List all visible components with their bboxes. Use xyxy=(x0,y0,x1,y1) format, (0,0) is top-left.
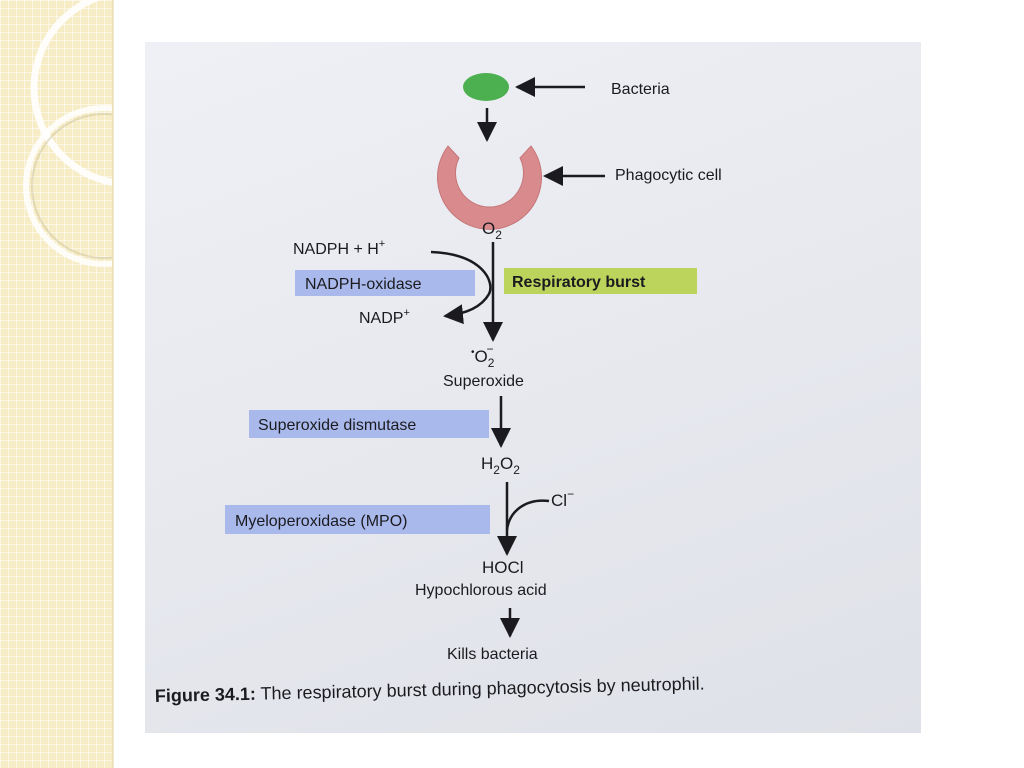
ring-shadow-bottom xyxy=(31,113,114,259)
sidebar-rings xyxy=(23,0,114,267)
chloride-curve xyxy=(505,499,550,531)
ring-decoration-top xyxy=(30,0,114,187)
textbook-figure-photo: Bacteria Phagocytic cell O2 NADPH + H+ N… xyxy=(145,42,921,733)
respiratory-burst-label: Respiratory burst xyxy=(512,274,646,291)
superoxide-dismutase-box xyxy=(249,410,489,438)
bacteria-label: Bacteria xyxy=(611,81,670,98)
figure-number: Figure 34.1: xyxy=(155,684,256,706)
phagocytic-cell-shape xyxy=(437,145,542,230)
respiratory-burst-box xyxy=(504,268,697,294)
nadph-oxidase-label: NADPH-oxidase xyxy=(305,276,422,293)
hydrogen-peroxide-formula: H2O2 xyxy=(481,454,520,477)
figure-caption: Figure 34.1: The respiratory burst durin… xyxy=(155,674,705,706)
bacteria-shape xyxy=(463,73,509,101)
decorative-sidebar xyxy=(0,0,114,768)
superoxide-formula: •O2− xyxy=(471,342,495,370)
kills-bacteria-label: Kills bacteria xyxy=(447,646,538,663)
superoxide-label: Superoxide xyxy=(443,373,524,390)
oxygen-label: O2 xyxy=(482,219,502,242)
hocl-formula: HOCl xyxy=(482,558,524,577)
hypochlorous-acid-label: Hypochlorous acid xyxy=(415,582,547,599)
nadph-oxidase-box xyxy=(295,270,475,296)
figure-caption-text: The respiratory burst during phagocytosi… xyxy=(256,674,705,704)
sidebar-edge xyxy=(112,0,114,768)
superoxide-dismutase-label: Superoxide dismutase xyxy=(258,417,416,434)
respiratory-burst-diagram: Bacteria Phagocytic cell O2 NADPH + H+ N… xyxy=(155,73,722,706)
nadph-label: NADPH + H+ xyxy=(293,238,385,258)
nadph-oxidase-curve-arrow xyxy=(430,250,492,325)
ring-decoration-bottom xyxy=(23,105,114,267)
myeloperoxidase-box xyxy=(225,505,490,534)
phagocytic-cell-label: Phagocytic cell xyxy=(615,167,722,184)
nadp-label: NADP+ xyxy=(359,307,410,327)
myeloperoxidase-label: Myeloperoxidase (MPO) xyxy=(235,513,408,530)
chloride-label: Cl− xyxy=(551,487,574,510)
